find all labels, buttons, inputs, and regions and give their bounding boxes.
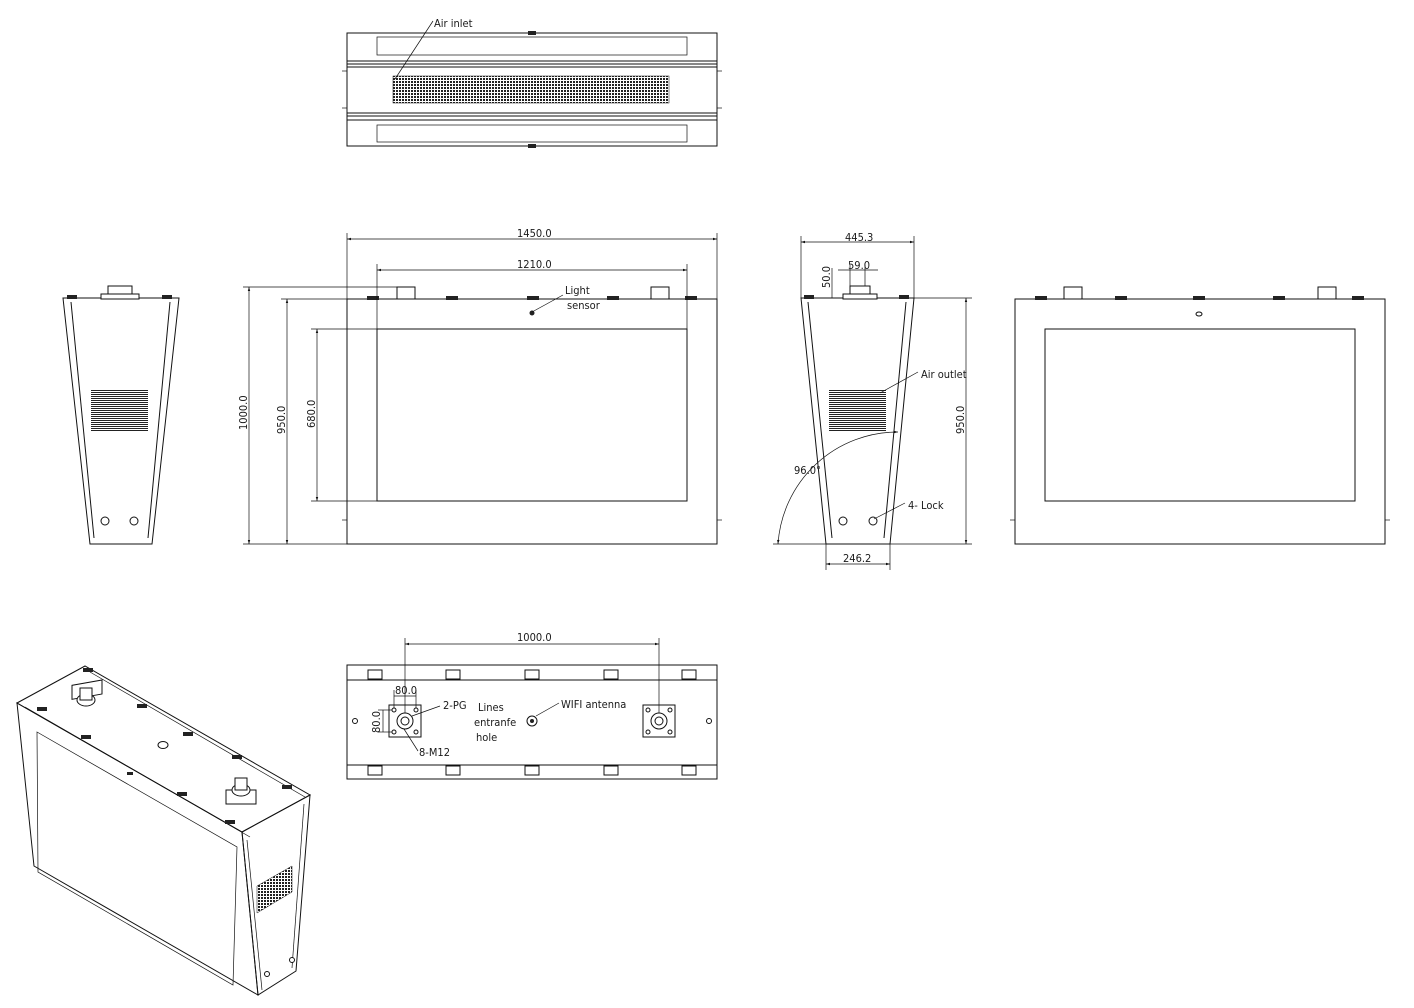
back-view: [1010, 286, 1390, 545]
dim-span-1000: 1000.0: [517, 631, 552, 644]
air-inlet-label: Air inlet: [434, 17, 473, 30]
light-sensor-label-line1: Light: [565, 284, 590, 297]
dim-height-680: 680.0: [305, 400, 318, 428]
lock-label: 4- Lock: [908, 499, 944, 512]
dim-side-950: 950.0: [954, 406, 967, 434]
dim-angle: 96.0°: [794, 464, 821, 477]
pg-label: 2-PG: [443, 699, 467, 712]
lines-hole-label-line3: hole: [476, 731, 497, 744]
air-outlet-label: Air outlet: [921, 368, 967, 381]
dim-depth-246: 246.2: [843, 552, 871, 565]
bottom-clips-bottom: [367, 765, 697, 776]
dim-width-1450: 1450.0: [517, 227, 552, 240]
bottom-clips-top: [367, 669, 697, 680]
dim-pg-width: 80.0: [395, 684, 417, 697]
left-side-view: [62, 285, 180, 545]
front-view: Light sensor 1450.0 1210.0 1000.0 950.0 …: [237, 227, 722, 545]
air-inlet-grill: [392, 75, 670, 104]
right-side-view: Air outlet 4- Lock 445.3 59.0 50.0 950.0…: [773, 231, 972, 570]
dim-50: 50.0: [820, 266, 833, 288]
lines-hole-label-line2: entranfe: [474, 716, 516, 729]
dim-59: 59.0: [848, 259, 870, 272]
iso-side-vent: [256, 865, 293, 914]
air-outlet-vent: [829, 390, 886, 431]
top-view: Air inlet: [342, 17, 722, 148]
light-sensor-label-line2: sensor: [567, 299, 601, 312]
bottom-view: 1000.0 80.0 80.0 2-PG Lines entranfe hol…: [346, 631, 718, 780]
isometric-view: [15, 665, 312, 996]
dim-width-1210: 1210.0: [517, 258, 552, 271]
left-side-vent: [91, 390, 148, 431]
wifi-label: WIFI antenna: [561, 698, 626, 711]
dim-depth-445: 445.3: [845, 231, 873, 244]
lines-hole-label-line1: Lines: [478, 701, 504, 714]
dim-height-950: 950.0: [275, 406, 288, 434]
dim-height-1000: 1000.0: [237, 395, 250, 430]
dim-pg-height: 80.0: [370, 711, 383, 733]
m12-label: 8-M12: [419, 746, 450, 759]
